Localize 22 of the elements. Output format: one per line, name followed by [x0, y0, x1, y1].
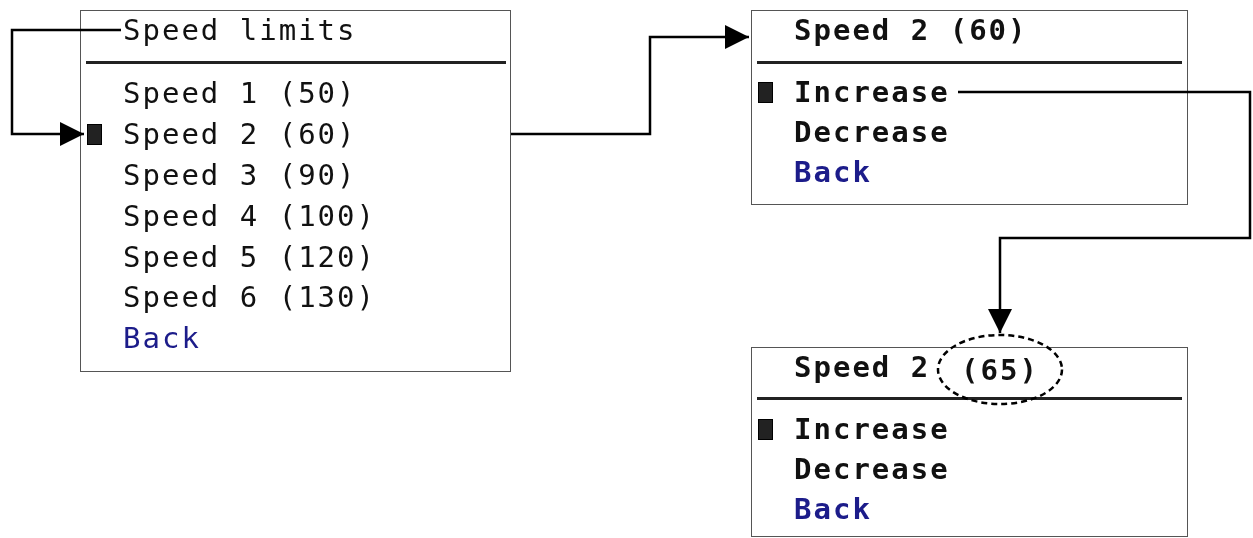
value-text: (65) — [961, 352, 1039, 387]
back-option: Back — [123, 321, 201, 355]
arrow — [958, 90, 1252, 333]
screen-panel — [751, 10, 1188, 205]
screen-panel — [80, 10, 511, 372]
back-option: Back — [794, 155, 872, 189]
menu-title: Speed 2 — [794, 350, 931, 384]
menu-title: Speed 2 (60) — [794, 13, 1028, 47]
menu-item: Decrease — [794, 115, 950, 149]
menu-item: Speed 6 (130) — [123, 280, 376, 314]
menu-item: Speed 3 (90) — [123, 158, 357, 192]
menu-item: Increase — [794, 75, 950, 109]
menu-title: Speed limits — [123, 13, 357, 47]
menu-item: Decrease — [794, 452, 950, 486]
arrow — [511, 25, 749, 136]
menu-item: Speed 2 (60) — [123, 117, 357, 151]
menu-item: Speed 5 (120) — [123, 240, 376, 274]
arrow — [10, 28, 121, 146]
menu-item: Speed 1 (50) — [123, 76, 357, 110]
menu-item: Increase — [794, 412, 950, 446]
back-option: Back — [794, 492, 872, 526]
menu-item: Speed 4 (100) — [123, 199, 376, 233]
